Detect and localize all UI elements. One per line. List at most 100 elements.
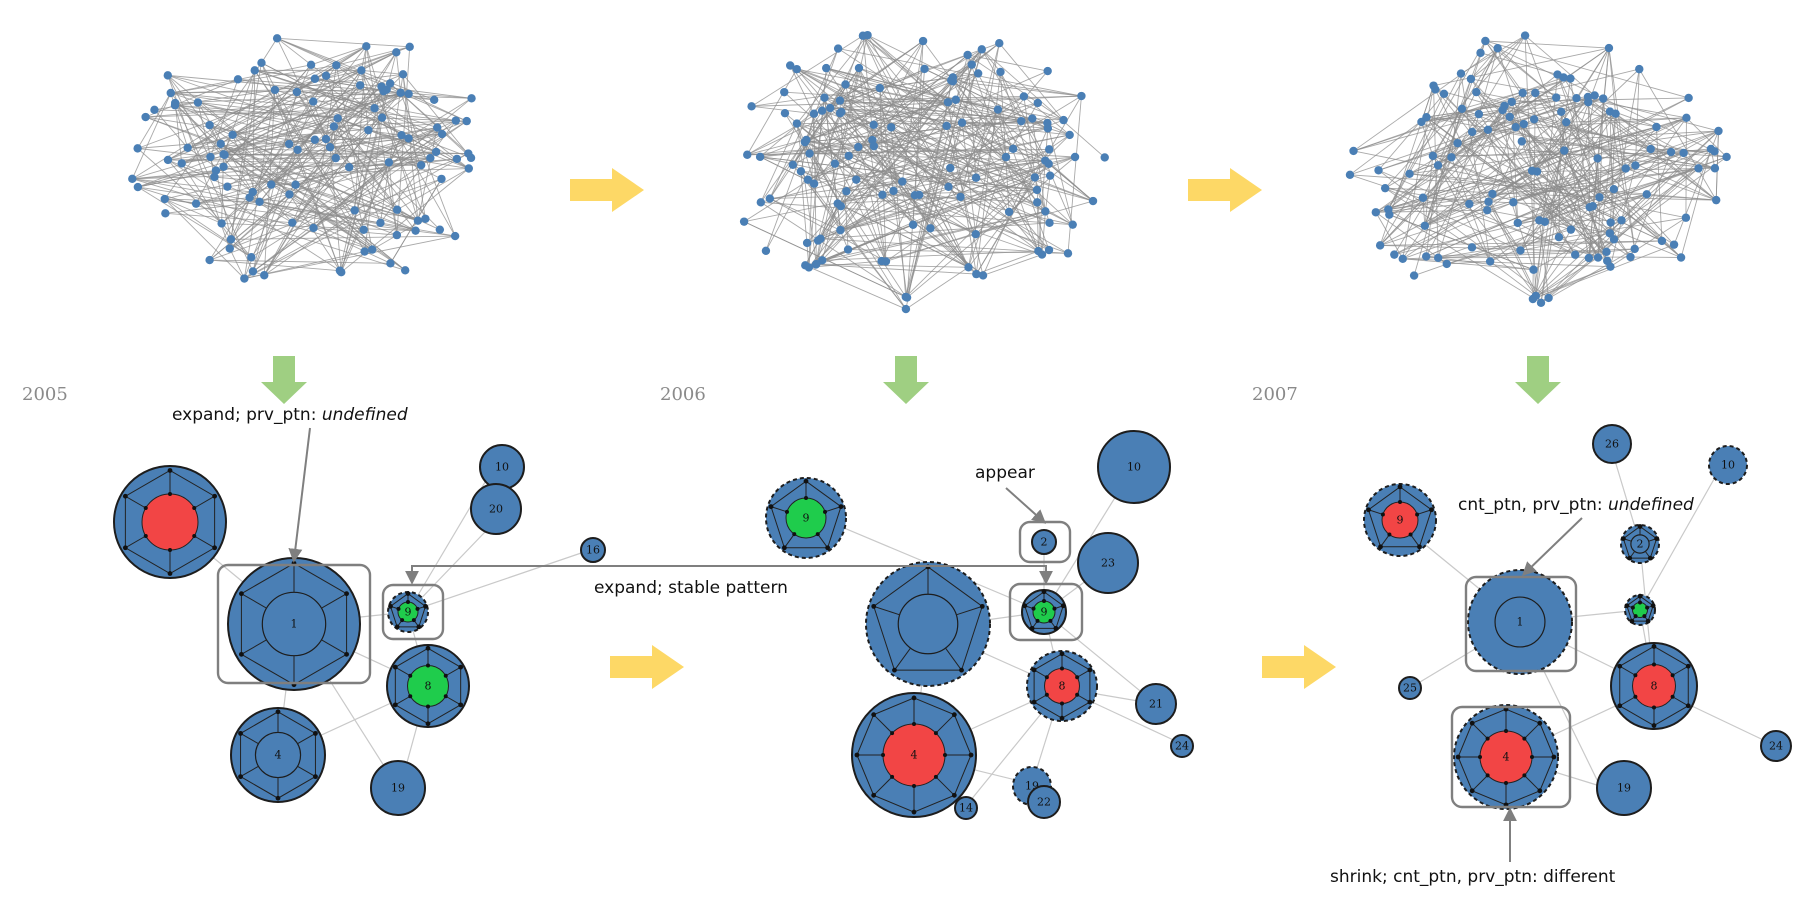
super-node-n2006_1[interactable]	[865, 561, 991, 687]
raw-edge	[224, 151, 437, 156]
raw-node	[1513, 218, 1522, 228]
raw-node	[1505, 112, 1514, 122]
super-node-n2005_10[interactable]: 10	[479, 444, 525, 490]
pattern-vertex	[968, 752, 974, 758]
raw-edge	[821, 203, 839, 261]
pattern-vertex	[1652, 705, 1656, 710]
raw-node	[1488, 189, 1497, 199]
super-node-body	[1097, 430, 1171, 504]
raw-edge	[1378, 93, 1445, 171]
pattern-vertex	[1059, 651, 1065, 657]
super-node-n2007_26[interactable]: 26	[1592, 424, 1632, 464]
super-node-n2006_23[interactable]: 23	[1077, 532, 1139, 594]
super-node-n2006_22[interactable]: 22	[1027, 785, 1061, 819]
raw-node	[1529, 115, 1539, 124]
raw-node	[1571, 250, 1580, 259]
super-node-label: 23	[1101, 557, 1115, 570]
raw-node	[163, 71, 172, 80]
raw-node	[1590, 91, 1599, 100]
raw-edge	[840, 189, 1038, 231]
raw-node	[433, 123, 442, 132]
green-down-arrow	[261, 356, 307, 404]
raw-edge	[254, 70, 365, 231]
super-node-n2006_8[interactable]: 8	[1026, 650, 1098, 722]
super-node-n2006_21[interactable]: 21	[1135, 683, 1177, 725]
pattern-vertex	[1478, 755, 1482, 759]
raw-edge	[1520, 232, 1610, 251]
super-node-n2005_20[interactable]: 20	[470, 483, 522, 535]
super-node-n2006_10[interactable]: 10	[1097, 430, 1171, 504]
pattern-vertex	[933, 774, 938, 779]
raw-node	[163, 155, 173, 165]
super-node-n2007_g[interactable]	[1624, 593, 1656, 626]
pattern-spoke	[445, 666, 461, 677]
raw-edge	[975, 95, 1082, 275]
super-node-n2005_16[interactable]: 16	[580, 537, 606, 563]
raw-node	[977, 45, 986, 54]
raw-edge	[1349, 97, 1577, 176]
pattern-vertex	[1366, 507, 1371, 513]
raw-node	[309, 223, 318, 233]
super-node-n2006_4[interactable]: 4	[851, 692, 977, 818]
raw-node	[802, 238, 812, 248]
raw-edge	[769, 110, 823, 199]
super-node-n2007_1[interactable]: 1	[1467, 569, 1573, 675]
raw-node	[1418, 193, 1428, 202]
super-node-n2007_9[interactable]: 9	[1363, 483, 1437, 557]
super-node-n2006_24[interactable]: 24	[1170, 734, 1194, 758]
raw-edge	[251, 120, 467, 258]
raw-node	[377, 113, 387, 122]
pattern-vertex	[1022, 603, 1028, 609]
super-node-n2005_1[interactable]: 1	[227, 557, 361, 691]
super-node-n2007_8[interactable]: 8	[1610, 642, 1698, 730]
pattern-vertex	[458, 664, 464, 670]
super-node-n2006_14[interactable]: 14	[954, 796, 978, 820]
raw-edge	[1531, 117, 1687, 172]
raw-node	[429, 95, 439, 105]
raw-node	[166, 88, 175, 98]
raw-node	[451, 116, 461, 125]
super-node-label: 8	[1651, 680, 1658, 693]
super-node-n2007_24[interactable]: 24	[1760, 730, 1792, 762]
pattern-vertex	[1398, 500, 1402, 504]
raw-edge	[261, 62, 341, 271]
raw-edge	[1489, 261, 1537, 297]
raw-node	[368, 245, 377, 254]
super-node-n2006_g[interactable]: 9	[1021, 589, 1067, 635]
super-node-n2006_2[interactable]: 2	[1031, 529, 1057, 555]
super-node-n2005_19[interactable]: 19	[370, 760, 426, 816]
raw-edge	[1470, 78, 1591, 208]
pattern-vertex	[1048, 618, 1053, 623]
super-node-n2005_8[interactable]: 8	[386, 644, 470, 728]
raw-edge	[804, 141, 907, 298]
raw-edge	[276, 38, 331, 148]
super-node-n2006_9[interactable]: 9	[765, 477, 847, 559]
super-node-n2007_10[interactable]: 10	[1708, 445, 1748, 485]
raw-edge	[946, 125, 984, 276]
super-node-body	[470, 483, 522, 535]
super-node-n2007_2[interactable]: 2	[1620, 524, 1660, 564]
pattern-spoke	[824, 506, 842, 513]
raw-node	[973, 69, 983, 78]
super-node-n2005_red[interactable]	[113, 465, 227, 579]
pattern-vertex	[168, 548, 172, 552]
raw-edge	[1433, 85, 1540, 221]
pattern-vertex	[1630, 605, 1635, 610]
raw-node	[967, 60, 976, 69]
raw-node	[854, 63, 864, 73]
raw-edge	[1670, 151, 1716, 169]
raw-node	[1529, 265, 1538, 274]
pattern-vertex	[1041, 589, 1047, 595]
pattern-spoke	[193, 495, 215, 509]
super-node-n2007_25[interactable]: 25	[1398, 676, 1422, 700]
raw-edge	[1041, 211, 1046, 255]
raw-node	[370, 104, 379, 113]
super-node-n2005_4[interactable]: 4	[230, 707, 326, 803]
raw-node	[1045, 218, 1054, 228]
pattern-vertex	[122, 493, 128, 499]
raw-edge	[250, 52, 397, 258]
super-node-n2007_19[interactable]: 19	[1596, 760, 1652, 816]
raw-node	[804, 263, 814, 272]
super-node-n2007_4[interactable]: 4	[1453, 704, 1559, 810]
super-node-n2005_9[interactable]: 9	[387, 591, 429, 633]
